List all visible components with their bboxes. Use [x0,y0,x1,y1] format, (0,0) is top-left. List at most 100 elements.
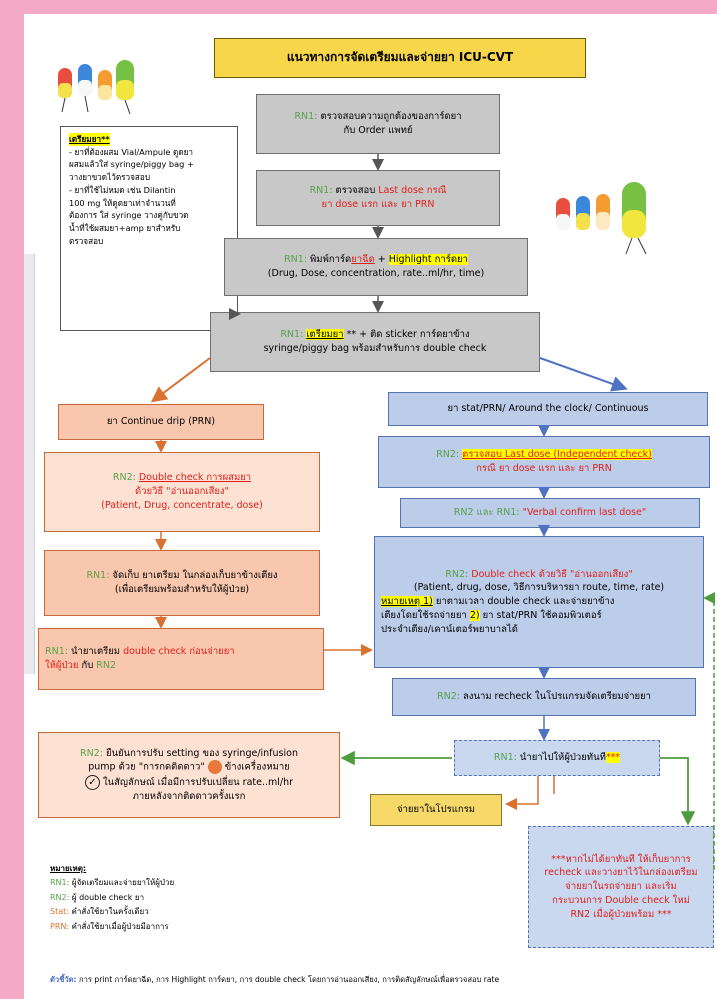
preparation-note: เตรียมยา** - ยาที่ต้องผสม Vial/Ampule ดู… [60,126,238,331]
step-red-text: Double check ด้วยวิธี "อ่านออกเสียง" [471,568,633,580]
note-line: วางยาขวดไว้ตรวจสอบ [69,172,151,183]
legend-footer: ตัวชี้วัด: การ print การ์ดยาฉีด, การ Hig… [50,974,710,986]
step-text: ตรวจสอบ [335,185,376,197]
step-rn2-double-check-mix: RN2: Double check การผสมยา ด้วยวิธี "อ่า… [44,452,320,532]
rn-label: RN2 [96,660,117,671]
rn-label: RN1: [294,111,318,123]
step-text: ยาตามเวลา double check และจ่ายยาข้าง [435,596,615,608]
rn-label: RN1: [309,185,333,197]
step-text: ประจำเตียง/เคาน์เตอร์พยาบาลได้ [381,623,518,635]
step-text: ในสัญลักษณ์ เมื่อมีการปรับเปลี่ยน rate..… [102,776,294,788]
rn-label: RN2: [80,747,103,759]
step-text: กับ [81,660,94,671]
step-text: syringe/piggy bag พร้อมสำหรับการ double … [263,343,487,354]
step-text: ตรวจสอบความถูกต้องของการ์ดยา [320,111,462,123]
legend-value: ผู้จัดเตรียมและจ่ายยาให้ผู้ป่วย [71,878,175,888]
step-dispense-in-program: จ่ายยาในโปรแกรม [370,794,502,826]
step-red-text: ให้ผู้ป่วย [45,660,79,671]
step-red-text: ด้วยวิธี "อ่านออกเสียง" [135,486,229,498]
step-text: ภายหลังจากติดดาวครั้งแรก [132,790,246,802]
step-text: ข้างเครื่องหมาย [224,761,290,773]
step-text: ยืนยันการปรับ setting ของ syringe/infusi… [106,747,298,759]
step-red-text: จ่ายยาในรถจ่ายยา และเริ่ม [565,881,677,893]
step-text: นำยาไปให้ผู้ป่วยทันที [519,752,606,764]
step-rn1-give-drug: RN1: นำยาไปให้ผู้ป่วยทันที*** [454,740,660,776]
step-rn2-confirm-pump-setting: RN2: ยืนยันการปรับ setting ของ syringe/i… [38,732,340,818]
legend-heading: หมายเหตุ: [50,864,87,873]
rn-label: RN1: [86,570,110,582]
step-red-text: ตรวจสอบ Last dose (Independent check) [462,449,652,461]
step-text: + ติด sticker การ์ดยาข้าง [359,329,470,341]
pill-characters-icon [58,60,134,115]
indicator-text: การ print การ์ดยาฉีด, การ Highlight การ์… [79,975,500,984]
star-dot-icon [207,760,222,775]
legend: หมายเหตุ: RN1: ผู้จัดเตรียมและจ่ายยาให้ผ… [50,862,520,934]
indicator-label: ตัวชี้วัด: [50,975,77,984]
page-title-text: แนวทางการจัดเตรียมและจ่ายยา ICU-CVT [286,50,514,65]
note-line: น้ำที่ใช้ผสมยา+amp ยาสำหรับ [69,222,181,233]
step-text: pump ด้วย "การกดติดดาว" [88,761,205,773]
left-margin-strip [24,254,35,674]
step-rn2-sign-recheck: RN2: ลงนาม recheck ในโปรแกรมจัดเตรียมจ่า… [392,678,696,716]
stars-text: ** [343,329,360,341]
flow-arrows [150,154,715,870]
legend-key: RN1: [50,878,70,888]
legend-key: RN2: [50,892,70,902]
legend-value: คำสั่งใช้ยาในครั้งเดียว [71,907,149,917]
note-line: ตรวจสอบ [69,235,104,246]
plus-sign: + [374,254,389,266]
rn-label: RN1: [493,752,517,764]
step-red-text: ยา dose แรก และ ยา PRN [321,199,435,210]
step-text: กับ Order แพทย์ [343,125,413,136]
step-text: (Patient, drug, dose, วิธีการบริหารยา ro… [413,582,665,594]
legend-key: PRN: [50,921,70,931]
step-print-card: RN1: พิมพ์การ์ดยาฉีด + Highlight การ์ดยา… [224,238,528,296]
step-text: เตียงโดยใช้รถจ่ายยา [381,609,467,621]
branch-text: ยา Continue drip (PRN) [106,416,216,428]
step-red-text: ยาฉีด [351,254,375,266]
rn-label: RN1: [45,646,68,658]
page-title: แนวทางการจัดเตรียมและจ่ายยา ICU-CVT [214,38,586,78]
step-red-text: (Patient, Drug, concentrate, dose) [101,499,263,511]
step-verbal-confirm: RN2 และ RN1: "Verbal confirm last dose" [400,498,700,528]
note-line: 100 mg ให้ดูดยาเท่าจำนวนที่ [69,197,176,208]
step-text: พิมพ์การ์ด [310,254,352,266]
step-rn1-double-check-before-giving: RN1: นำยาเตรียม double check ก่อนจ่ายยา … [38,628,324,690]
branch-text: ยา stat/PRN/ Around the clock/ Continuou… [447,403,649,415]
check-circle-icon: ✓ [84,774,100,790]
step-text: (Drug, Dose, concentration, rate..ml/hr,… [267,268,485,279]
note-heading: เตรียมยา** [69,133,110,146]
step-text: ลงนาม recheck ในโปรแกรมจัดเตรียมจ่ายยา [462,691,651,703]
rn-label: RN1: [280,329,304,341]
highlight-text: *** [605,752,621,764]
rn-label: RN2: [445,568,469,580]
step-text: นำยาเตรียม [70,646,121,658]
step-red-text: double check ก่อนจ่ายยา [123,646,235,658]
step-text: จัดเก็บ ยาเตรียม ในกล่องเก็บยาข้างเตียง [112,570,278,582]
branch-continue-drip: ยา Continue drip (PRN) [58,404,264,440]
step-red-text: "Verbal confirm last dose" [522,507,647,519]
step-text: (เพื่อเตรียมพร้อมสำหรับให้ผู้ป่วย) [114,584,250,595]
step-red-text: กระบวนการ Double check ใหม่ [552,894,690,906]
note-not-given-immediately: ***หากไม่ได้ยาทันที ให้เก็บยาการ recheck… [528,826,714,948]
step-red-text: Double check การผสมยา [138,472,252,484]
step-red-text: RN2 เมื่อผู้ป่วยพร้อม *** [570,908,672,920]
step-text: ยา stat/PRN ใช้คอมพิวเตอร์ [482,609,602,621]
step-red-text: recheck และวางยาไว้ในกล่องเตรียม [544,867,698,879]
step-check-last-dose: RN1: ตรวจสอบ Last dose กรณี ยา dose แรก … [256,170,500,226]
note-line: - ยาที่ต้องผสม Vial/Ampule ดูดยา [69,146,194,157]
step-rn1-store-drug: RN1: จัดเก็บ ยาเตรียม ในกล่องเก็บยาข้างเ… [44,550,320,616]
note-line: - ยาที่ใช้ไม่หมด เช่น Dilantin [69,184,176,195]
highlight-text: เตรียมยา [306,329,344,341]
highlight-text: หมายเหตุ 1) [381,596,433,608]
branch-stat-prn: ยา stat/PRN/ Around the clock/ Continuou… [388,392,708,426]
rn-label: RN2: [112,472,136,484]
flowchart-page: แนวทางการจัดเตรียมและจ่ายยา ICU-CVT เตรี… [24,14,717,999]
step-red-text: ***หากไม่ได้ยาทันที ให้เก็บยาการ [551,853,691,865]
note-line: ต้องการ ใส่ syringe วางคู่กับขวด [69,210,189,221]
highlight-text: 2) [469,609,480,621]
highlight-text: Highlight การ์ดยา [388,254,468,266]
rn-label: RN2 และ RN1: [453,507,520,519]
pill-characters-icon [556,182,647,255]
rn-label: RN1: [284,254,308,266]
